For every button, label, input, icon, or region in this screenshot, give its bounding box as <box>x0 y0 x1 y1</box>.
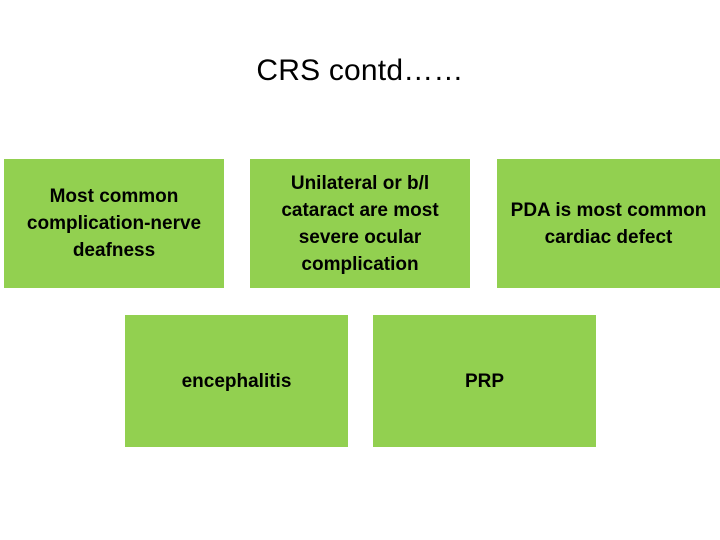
content-box-pda[interactable]: PDA is most common cardiac defect <box>497 159 720 288</box>
content-box-label: PRP <box>464 370 505 392</box>
content-box-label: Unilateral or b/l cataract are most seve… <box>281 172 439 275</box>
content-box-label: encephalitis <box>181 370 292 392</box>
content-box-prp[interactable]: PRP <box>373 315 596 447</box>
content-box-label: Most common complication-nerve deafness <box>26 186 202 261</box>
content-box-most-common-complication[interactable]: Most common complication-nerve deafness <box>4 159 224 288</box>
page-title: CRS contd…… <box>256 54 464 87</box>
content-box-label: PDA is most common cardiac defect <box>510 199 707 248</box>
content-box-cataract[interactable]: Unilateral or b/l cataract are most seve… <box>250 159 470 288</box>
content-box-encephalitis[interactable]: encephalitis <box>125 315 348 447</box>
